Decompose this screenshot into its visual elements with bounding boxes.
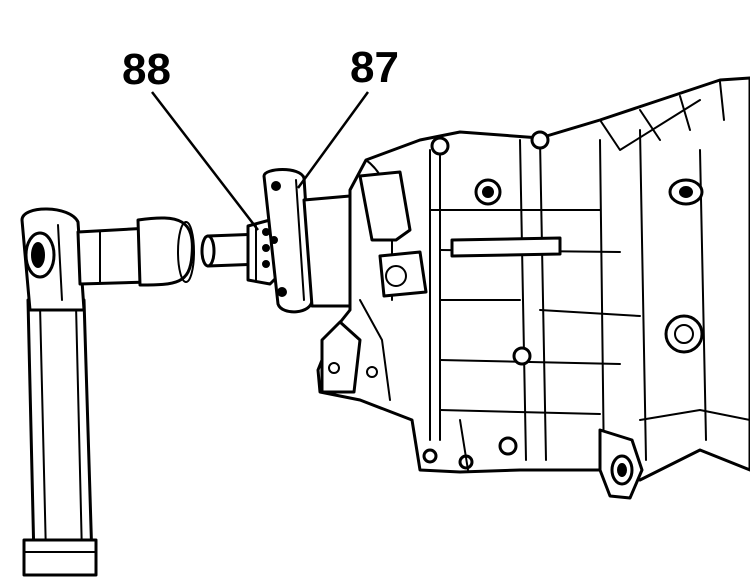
- front-case-lug: [358, 170, 412, 242]
- wrench-handle: [26, 298, 94, 562]
- bolt-boss: [512, 346, 532, 366]
- bolt-boss: [422, 448, 438, 464]
- gearbox-housing: [316, 76, 750, 500]
- bolt-boss: [430, 136, 450, 156]
- wrench-tool: [20, 207, 195, 577]
- bolt-boss: [530, 130, 550, 150]
- socket-head: [136, 216, 194, 287]
- drain-plug: [664, 314, 704, 354]
- callout-87: 87: [350, 43, 399, 92]
- housing-body: [316, 76, 750, 482]
- part-87-flange: [262, 168, 361, 314]
- leader-line-88: [151, 91, 259, 231]
- wrench-grip-collar: [22, 538, 98, 577]
- callout-88: 88: [122, 45, 171, 94]
- bolt-boss: [498, 436, 518, 456]
- shift-rod: [450, 236, 562, 258]
- lower-bracket-left: [320, 320, 362, 394]
- leader-line-87: [296, 91, 370, 189]
